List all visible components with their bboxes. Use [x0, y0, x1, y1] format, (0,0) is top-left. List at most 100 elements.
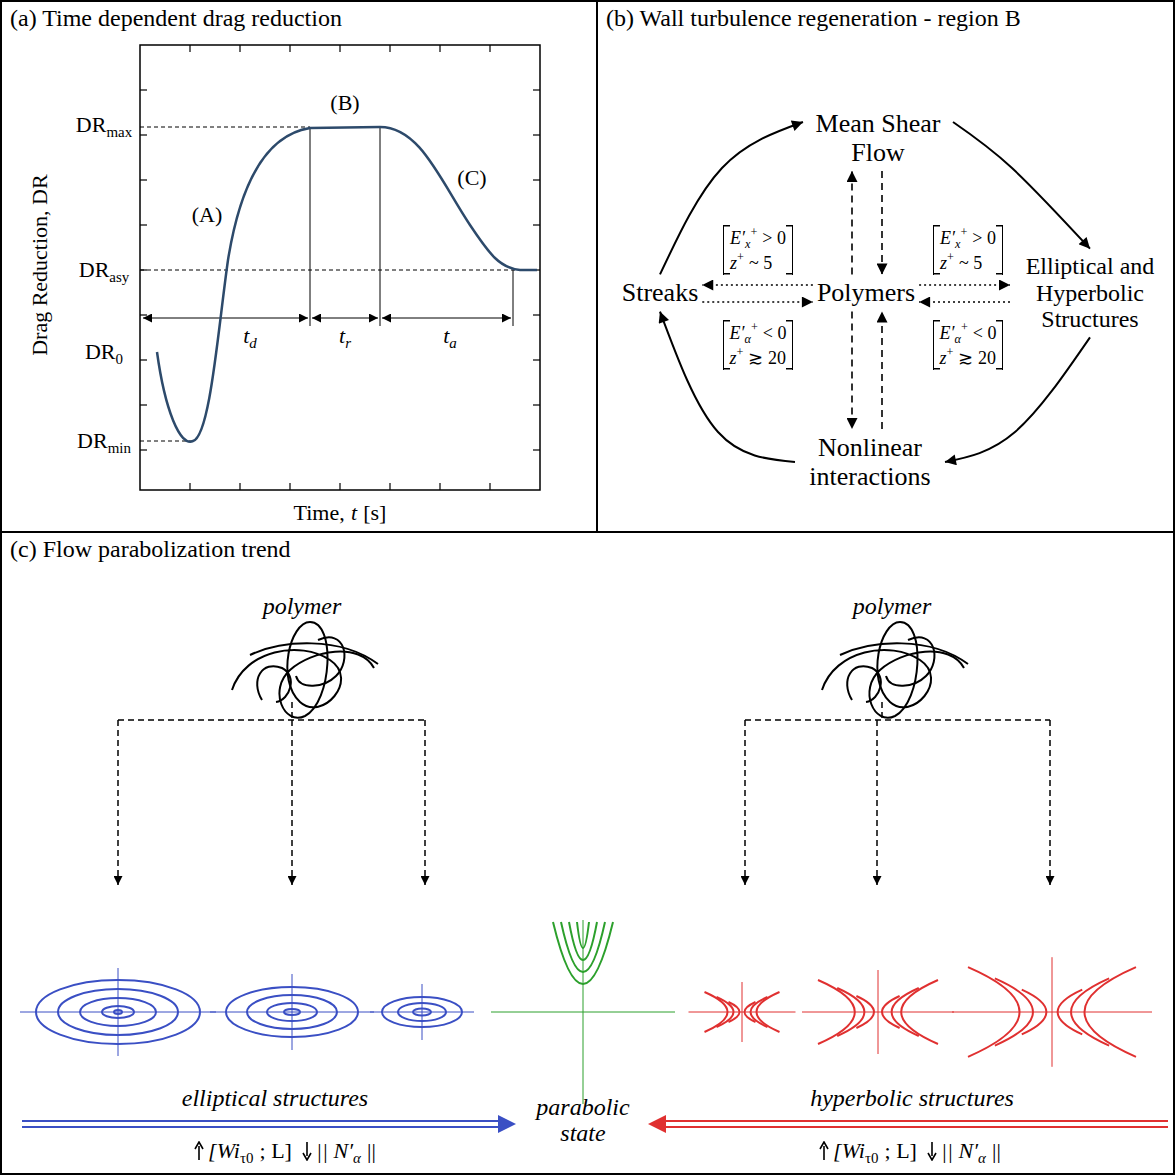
- axis-ticks: [140, 45, 540, 490]
- trend-arrow: [302, 1139, 312, 1163]
- label-text: asy: [109, 269, 129, 285]
- label-text: < 0: [763, 323, 787, 343]
- label-text: z: [730, 348, 737, 368]
- label-text: DR: [77, 428, 108, 453]
- label-text: E′: [730, 323, 745, 343]
- label-text: ≳ 20: [958, 348, 996, 368]
- bracket-line: z+≳ 20: [730, 346, 787, 368]
- interaction-arrow: [881, 312, 883, 429]
- bracket: E′α+< 0z+≳ 20: [723, 320, 794, 369]
- axis-level-label: DR0: [85, 340, 123, 367]
- panel-heading: (a) Time dependent drag reduction: [10, 4, 342, 33]
- interaction-arrow: [919, 284, 1010, 286]
- axis-level-label: DRmin: [77, 429, 131, 456]
- label-text: [Wi: [208, 1138, 240, 1163]
- interval-lines: [143, 127, 513, 326]
- bracket-line: E′x+> 0: [940, 226, 996, 251]
- panel-frame: (b) Wall turbulence regeneration - regio…: [596, 0, 1175, 533]
- label-text: x: [955, 237, 960, 251]
- label-text: E′: [730, 228, 745, 248]
- trend-label: parabolic state: [527, 1094, 639, 1147]
- label-text: (A): [192, 202, 223, 227]
- label-text: (B): [330, 90, 359, 115]
- trend-arrow: [927, 1139, 937, 1163]
- label-text: +: [737, 250, 744, 264]
- label-text: ; L]: [885, 1138, 917, 1163]
- label-text: E′: [940, 228, 955, 248]
- label-text: +: [751, 320, 758, 334]
- label-text: 0: [116, 351, 123, 367]
- cycle-node: Mean Shear Flow: [803, 105, 953, 171]
- label-text: parabolic state: [536, 1094, 629, 1146]
- phase-label: (B): [330, 91, 359, 115]
- node-label: Elliptical and Hyperbolic Structures: [1014, 253, 1166, 334]
- label-text: max: [106, 124, 132, 140]
- cycle-arrow: [660, 122, 803, 274]
- label-text: +: [960, 225, 967, 239]
- label-text: hyperbolic structures: [810, 1085, 1014, 1111]
- cycle-arrow: [953, 122, 1090, 249]
- label-text: || N′: [941, 1138, 978, 1163]
- cycle-node: Polymers: [813, 274, 919, 311]
- interaction-arrow: [881, 171, 883, 274]
- label-text: +: [737, 345, 744, 359]
- reference-lines: [140, 127, 537, 441]
- label-text: [Wi: [833, 1138, 865, 1163]
- interval-label: tr: [339, 324, 351, 351]
- label-text: t: [351, 500, 357, 525]
- label-text: (C): [457, 165, 486, 190]
- interaction-arrow: [702, 284, 813, 286]
- trend-label: elliptical structures: [182, 1085, 368, 1111]
- cycle-arrow: [945, 337, 1090, 462]
- axis-title: Time,t [s]: [294, 501, 387, 525]
- dashed-arrows: [118, 702, 1050, 885]
- label-text: +: [750, 225, 757, 239]
- label-text: < 0: [973, 323, 997, 343]
- label-text: α: [954, 332, 960, 346]
- trend-arrow: [194, 1141, 204, 1161]
- label-text: τ0: [865, 1150, 879, 1166]
- label-text: [s]: [363, 500, 386, 525]
- label-text: || N′: [316, 1138, 353, 1163]
- label-text: E′: [940, 323, 955, 343]
- bracket-line: E′x+> 0: [730, 226, 786, 251]
- cycle-node: Elliptical and Hyperbolic Structures: [1010, 249, 1170, 338]
- node-label: Streaks: [622, 278, 699, 307]
- label-text: Drag Reduction, DR: [27, 174, 52, 355]
- panel-frame: (c) Flow parabolization trend: [0, 531, 1175, 1175]
- label-text: Time,: [294, 500, 345, 525]
- trend-arrow: [819, 1139, 829, 1163]
- label-text: α: [978, 1150, 986, 1166]
- interval-label: td: [243, 324, 257, 351]
- label-text: ~ 5: [749, 253, 772, 273]
- trend-arrow: [819, 1141, 829, 1161]
- bracket-line: z+≳ 20: [940, 346, 997, 368]
- energy-condition: E′α+ < 0 z+≳ 20: [933, 320, 1004, 369]
- phase-label: (C): [457, 166, 486, 190]
- trend-arrow: [927, 1141, 937, 1161]
- label-text: ; L]: [260, 1138, 292, 1163]
- bracket: E′x+> 0z+~ 5: [723, 225, 793, 274]
- energy-condition: E′x+> 0z+~ 5: [723, 225, 793, 274]
- label-text: z: [730, 253, 737, 273]
- label-text: +: [961, 320, 968, 334]
- axis-title: Drag Reduction, DR: [28, 174, 52, 355]
- label-text: elliptical structures: [182, 1085, 368, 1111]
- energy-condition: E′x+> 0z+~ 5: [933, 225, 1003, 274]
- label-text: τ0: [240, 1150, 254, 1166]
- node-label: Polymers: [817, 278, 915, 307]
- label-text: a: [449, 335, 456, 351]
- cycle-arrow: [660, 312, 795, 462]
- label-text: r: [345, 335, 351, 351]
- bracket-line: E′α+< 0: [730, 321, 787, 346]
- label-text: min: [108, 440, 131, 456]
- bracket: E′x+> 0z+~ 5: [933, 225, 1003, 274]
- interaction-arrow: [702, 301, 813, 303]
- bracket-line: E′α+ < 0: [940, 321, 997, 346]
- plot-frame: [140, 45, 540, 490]
- panel-heading: (b) Wall turbulence regeneration - regio…: [606, 4, 1021, 33]
- label-text: DR: [85, 339, 116, 364]
- label-text: z: [940, 348, 947, 368]
